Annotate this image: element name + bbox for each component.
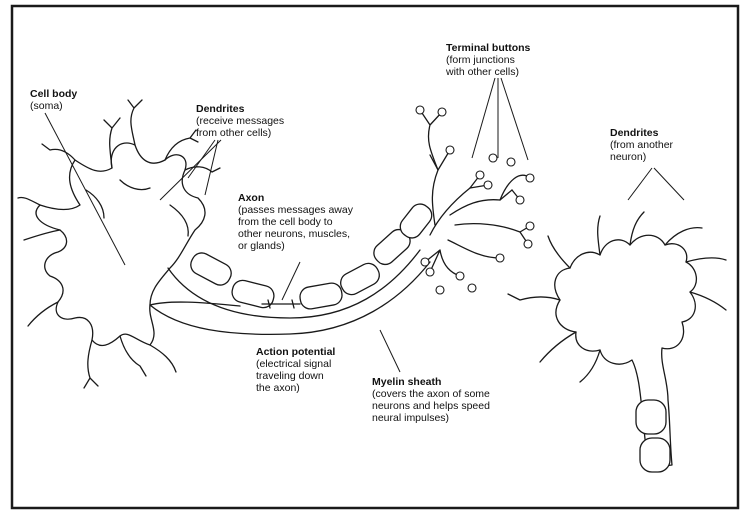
label-axon-line: other neurons, muscles, — [238, 228, 353, 240]
terminal-buttons-knobs — [416, 106, 534, 294]
label-action-potential-line: the axon) — [256, 382, 335, 394]
label-cell-body-line: (soma) — [30, 100, 77, 112]
label-cell-body: Cell body (soma) — [30, 88, 77, 112]
terminal-branches — [420, 110, 530, 276]
label-myelin-sheath-title: Myelin sheath — [372, 376, 490, 388]
label-dendrites: Dendrites (receive messages from other c… — [196, 103, 284, 139]
label-terminal-buttons: Terminal buttons (form junctions with ot… — [446, 42, 530, 78]
label-terminal-buttons-line: with other cells) — [446, 66, 530, 78]
leader-lines — [45, 78, 684, 372]
label-myelin-sheath: Myelin sheath (covers the axon of some n… — [372, 376, 490, 424]
label-axon-line: or glands) — [238, 240, 353, 252]
label-action-potential-line: (electrical signal — [256, 358, 335, 370]
label-myelin-sheath-line: (covers the axon of some — [372, 388, 490, 400]
cell-body-soma — [36, 143, 240, 346]
label-dendrites-other-title: Dendrites — [610, 127, 673, 139]
label-myelin-sheath-line: neurons and helps speed — [372, 400, 490, 412]
label-myelin-sheath-line: neural impulses) — [372, 412, 490, 424]
label-dendrites-title: Dendrites — [196, 103, 284, 115]
label-dendrites-line: (receive messages — [196, 115, 284, 127]
label-axon: Axon (passes messages away from the cell… — [238, 192, 353, 252]
dendrite-branches-1 — [18, 100, 220, 388]
label-dendrites-line: from other cells) — [196, 127, 284, 139]
label-action-potential-line: traveling down — [256, 370, 335, 382]
label-cell-body-title: Cell body — [30, 88, 77, 100]
second-neuron-axon-segments — [636, 400, 670, 472]
second-neuron-body — [555, 235, 697, 468]
label-axon-title: Axon — [238, 192, 353, 204]
label-axon-line: (passes messages away — [238, 204, 353, 216]
label-terminal-buttons-line: (form junctions — [446, 54, 530, 66]
label-dendrites-other-neuron: Dendrites (from another neuron) — [610, 127, 673, 163]
label-dendrites-other-line: neuron) — [610, 151, 673, 163]
label-dendrites-other-line: (from another — [610, 139, 673, 151]
label-terminal-buttons-title: Terminal buttons — [446, 42, 530, 54]
label-action-potential: Action potential (electrical signal trav… — [256, 346, 335, 394]
label-axon-line: from the cell body to — [238, 216, 353, 228]
label-action-potential-title: Action potential — [256, 346, 335, 358]
